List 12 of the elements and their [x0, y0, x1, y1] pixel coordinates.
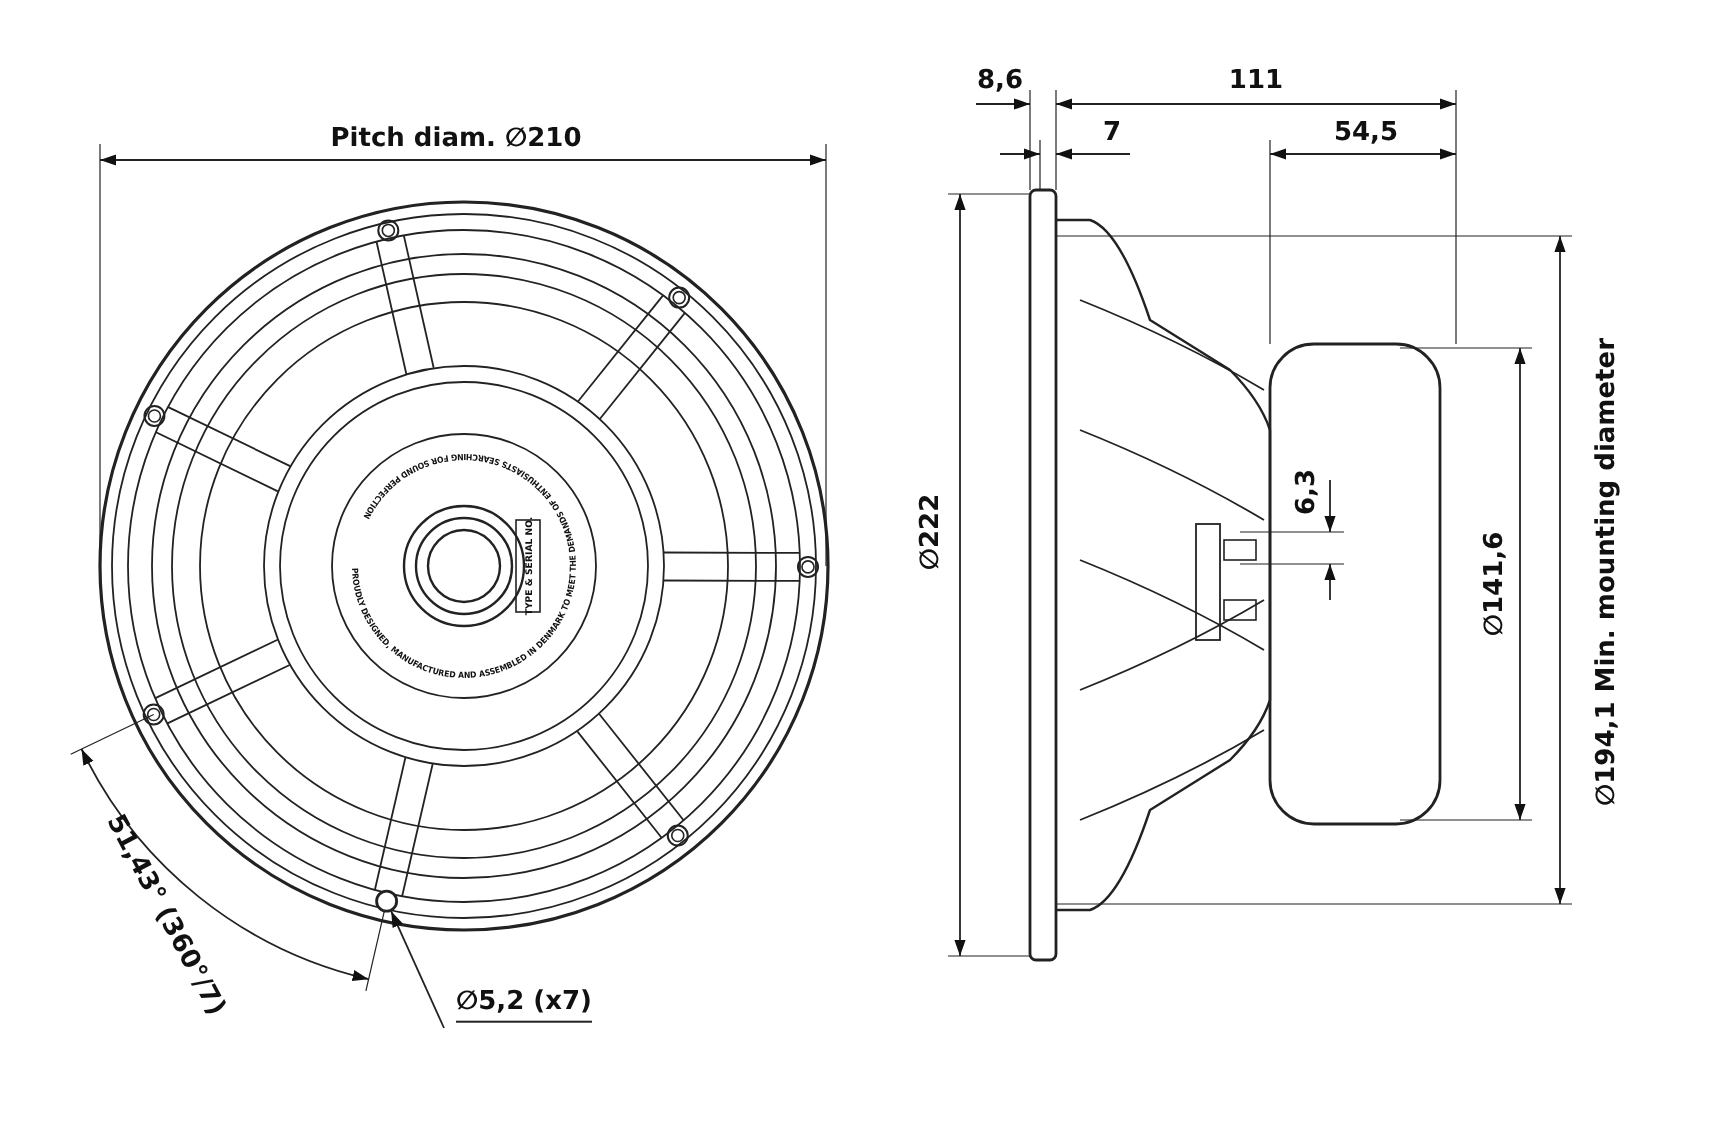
leader-line — [390, 910, 445, 1029]
dimension-value: ∅141,6 — [1481, 531, 1511, 637]
dimension-value: ∅194,1 Min. mounting diameter — [1593, 338, 1623, 806]
hole-callout: ∅5,2 (x7) — [456, 988, 592, 1024]
dimension-value: 111 — [1228, 67, 1284, 97]
diameter-label: Pitch diam. ∅210 — [330, 125, 582, 155]
dimension-value: 8,6 — [976, 67, 1024, 97]
dimension-value: 7 — [1102, 119, 1122, 149]
dimension-value: 6,3 — [1293, 468, 1323, 516]
dimension-value: 54,5 — [1333, 119, 1399, 149]
dimension-value: ∅222 — [917, 493, 947, 571]
mounting-hole — [375, 889, 398, 913]
